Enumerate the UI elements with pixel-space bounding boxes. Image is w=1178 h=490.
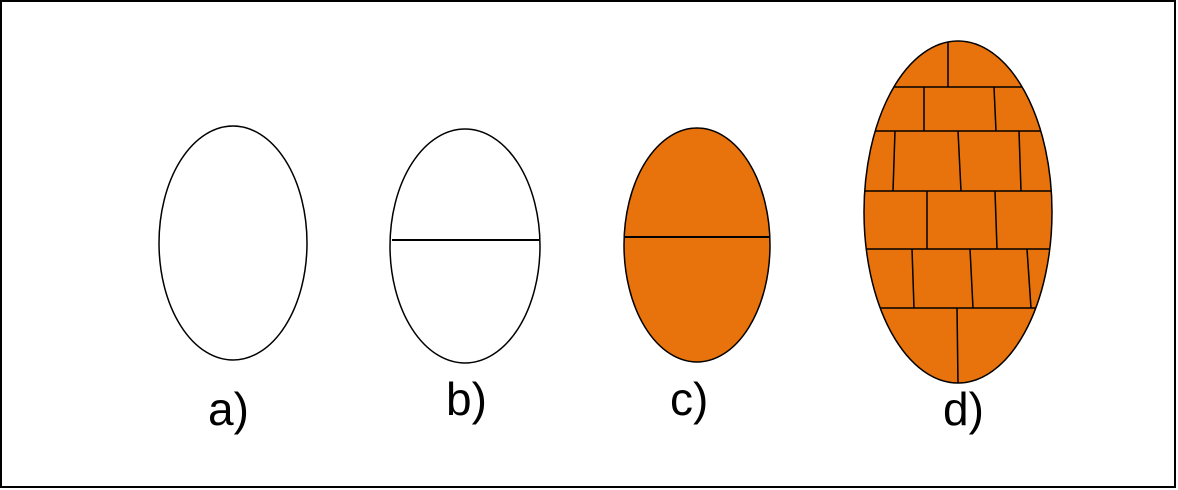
panel-a: a) bbox=[159, 126, 307, 435]
panel-label-b: b) bbox=[446, 373, 487, 425]
panel-label-a: a) bbox=[208, 383, 249, 435]
panel-d: d) bbox=[860, 40, 1060, 435]
panel-b: b) bbox=[390, 129, 540, 425]
panel-label-c: c) bbox=[670, 373, 708, 425]
panel-label-d: d) bbox=[943, 383, 984, 435]
cell-outline bbox=[159, 126, 307, 360]
filled-cell bbox=[624, 128, 770, 362]
cell-outline bbox=[390, 129, 540, 363]
panel-c: c) bbox=[624, 128, 770, 425]
